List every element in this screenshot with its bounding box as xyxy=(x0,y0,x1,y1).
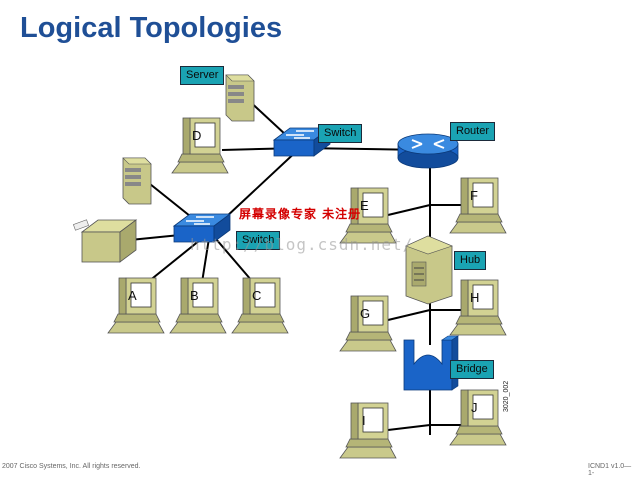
figure-id: 3020_002 xyxy=(503,380,510,412)
watermark-url: http://blog.csdn.net/ xyxy=(190,235,414,254)
pc-a-letter: A xyxy=(128,288,137,303)
label-hub: Hub xyxy=(454,251,487,270)
pc-c-icon xyxy=(231,277,289,334)
label-bridge: Bridge xyxy=(450,360,494,379)
pc-j-icon xyxy=(449,389,507,446)
pc-b-icon xyxy=(169,277,227,334)
label-router: Router xyxy=(450,122,496,141)
pc-d-letter: D xyxy=(192,128,201,143)
pc-e-letter: E xyxy=(360,198,369,213)
pc-i-letter: I xyxy=(362,413,366,428)
printer-icon xyxy=(73,219,138,263)
label-server: Server xyxy=(180,66,225,85)
server-icon xyxy=(225,74,255,122)
watermark-chinese: 屏幕录像专家 未注册 xyxy=(239,207,362,221)
label-switch-top: Switch xyxy=(318,124,363,143)
pc-j-letter: J xyxy=(471,400,478,415)
pc-h-letter: H xyxy=(470,290,479,305)
pc-f-letter: F xyxy=(470,188,478,203)
pc-h-icon xyxy=(449,279,507,336)
pc-g-letter: G xyxy=(360,306,370,321)
slide-title: Logical Topologies xyxy=(20,12,283,44)
pc-b-letter: B xyxy=(190,288,199,303)
pc-a-icon xyxy=(107,277,165,334)
pc-d-icon xyxy=(171,117,229,174)
pc-c-letter: C xyxy=(252,288,261,303)
router-icon xyxy=(397,133,459,169)
label-switch-bottom: Switch xyxy=(236,231,281,250)
server-tower-icon xyxy=(122,157,152,205)
hub-icon xyxy=(405,235,453,305)
pc-i-icon xyxy=(339,402,397,459)
footer-copyright: 2007 Cisco Systems, Inc. All rights rese… xyxy=(2,463,141,470)
footer-course: ICND1 v1.0—1- xyxy=(588,463,632,477)
pc-g-icon xyxy=(339,295,397,352)
